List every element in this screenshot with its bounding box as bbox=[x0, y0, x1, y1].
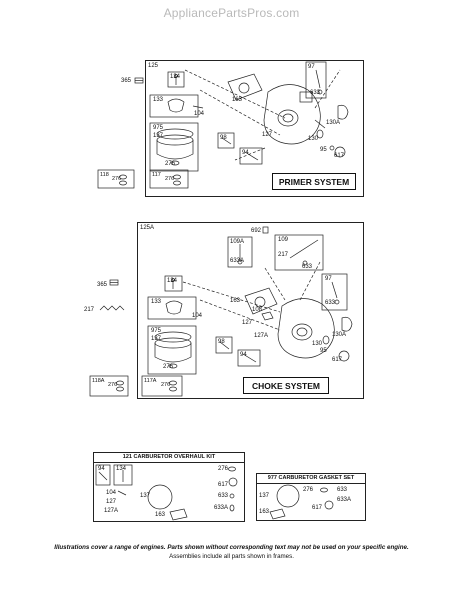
kit121-part-104: 104 bbox=[106, 490, 117, 496]
choke-part-617: 617 bbox=[332, 357, 343, 363]
primer-part-975: 975 bbox=[153, 125, 164, 131]
choke-box-117a-part: 276 bbox=[161, 382, 171, 388]
primer-part-94: 94 bbox=[242, 150, 249, 156]
primer-frame-label: 125 bbox=[148, 63, 159, 69]
kit121-part-134: 134 bbox=[116, 466, 127, 472]
choke-part-98: 98 bbox=[218, 339, 225, 345]
primer-box-117-part: 276 bbox=[165, 176, 175, 182]
choke-part-104: 104 bbox=[192, 313, 203, 319]
choke-part-692: 692 bbox=[251, 228, 262, 234]
choke-box-118a: 118A bbox=[92, 378, 105, 384]
kit121-part-633: 633 bbox=[218, 493, 229, 499]
primer-part-163: 163 bbox=[232, 97, 243, 103]
choke-part-137: 137 bbox=[151, 336, 162, 342]
footer-notes: Illustrations cover a range of engines. … bbox=[20, 543, 443, 561]
choke-part-109: 109 bbox=[278, 237, 289, 243]
kit977-part-617: 617 bbox=[312, 505, 323, 511]
choke-part-975: 975 bbox=[151, 328, 162, 334]
choke-system-label: CHOKE SYSTEM bbox=[243, 377, 329, 394]
kit121-part-163: 163 bbox=[155, 512, 166, 518]
primer-system-label: PRIMER SYSTEM bbox=[272, 173, 356, 190]
choke-part-633-b: 633 bbox=[302, 264, 313, 270]
kit977-part-276: 276 bbox=[303, 487, 314, 493]
choke-part-97: 97 bbox=[325, 276, 332, 282]
choke-part-217-b: 217 bbox=[278, 252, 289, 258]
gasket-set-title: 977 CARBURETOR GASKET SET bbox=[257, 474, 365, 484]
overhaul-kit-frame: 121 CARBURETOR OVERHAUL KIT bbox=[93, 452, 245, 522]
kit121-part-127: 127 bbox=[106, 499, 117, 505]
primer-part-130: 130 bbox=[308, 136, 319, 142]
choke-part-133: 133 bbox=[151, 299, 162, 305]
choke-part-276: 276 bbox=[163, 364, 174, 370]
kit121-part-633a: 633A bbox=[214, 505, 229, 511]
primer-part-365: 365 bbox=[121, 78, 132, 84]
primer-part-276: 276 bbox=[165, 161, 176, 167]
choke-part-127: 127 bbox=[242, 320, 253, 326]
kit977-part-633: 633 bbox=[337, 487, 348, 493]
kit121-part-127a: 127A bbox=[104, 508, 119, 514]
gasket-set-frame: 977 CARBURETOR GASKET SET bbox=[256, 473, 366, 521]
kit121-part-94: 94 bbox=[98, 466, 105, 472]
choke-part-130: 130 bbox=[312, 341, 323, 347]
primer-part-633: 633 bbox=[310, 90, 321, 96]
kit121-part-137: 137 bbox=[140, 493, 151, 499]
choke-frame-label: 125A bbox=[140, 225, 155, 231]
primer-part-134: 134 bbox=[170, 74, 181, 80]
kit977-part-137: 137 bbox=[259, 493, 270, 499]
watermark: AppliancePartsPros.com bbox=[163, 6, 300, 20]
primer-part-130a: 130A bbox=[326, 120, 341, 126]
choke-part-94: 94 bbox=[240, 352, 247, 358]
primer-part-104: 104 bbox=[194, 111, 205, 117]
primer-box-117: 117 bbox=[152, 172, 161, 178]
primer-part-97: 97 bbox=[308, 64, 315, 70]
choke-box-118a-part: 276 bbox=[108, 382, 118, 388]
choke-part-108: 108 bbox=[252, 307, 263, 313]
choke-part-633: 633 bbox=[325, 300, 336, 306]
footer-line-1: Illustrations cover a range of engines. … bbox=[54, 544, 409, 551]
choke-box-117a: 117A bbox=[144, 378, 157, 384]
choke-part-109a: 109A bbox=[230, 239, 245, 245]
choke-part-95: 95 bbox=[320, 348, 327, 354]
primer-part-133: 133 bbox=[153, 97, 164, 103]
choke-part-633a: 633A bbox=[230, 258, 245, 264]
choke-part-217: 217 bbox=[84, 307, 95, 313]
kit977-part-633a: 633A bbox=[337, 497, 352, 503]
choke-part-163: 163 bbox=[230, 298, 241, 304]
choke-part-134: 134 bbox=[167, 278, 178, 284]
choke-part-365: 365 bbox=[97, 282, 108, 288]
overhaul-kit-title: 121 CARBURETOR OVERHAUL KIT bbox=[94, 453, 244, 463]
choke-part-130a: 130A bbox=[332, 332, 347, 338]
primer-part-127: 127 bbox=[262, 132, 273, 138]
primer-part-98: 98 bbox=[220, 135, 227, 141]
primer-part-617: 617 bbox=[334, 153, 345, 159]
primer-box-118-part: 276 bbox=[112, 176, 122, 182]
choke-part-127a: 127A bbox=[254, 333, 269, 339]
footer-line-2: Assemblies include all parts shown in fr… bbox=[169, 553, 294, 560]
kit977-part-163: 163 bbox=[259, 509, 270, 515]
kit121-part-617: 617 bbox=[218, 482, 229, 488]
kit121-part-276: 276 bbox=[218, 466, 229, 472]
primer-part-95: 95 bbox=[320, 147, 327, 153]
primer-part-137: 137 bbox=[153, 133, 164, 139]
primer-box-118: 118 bbox=[100, 172, 109, 178]
